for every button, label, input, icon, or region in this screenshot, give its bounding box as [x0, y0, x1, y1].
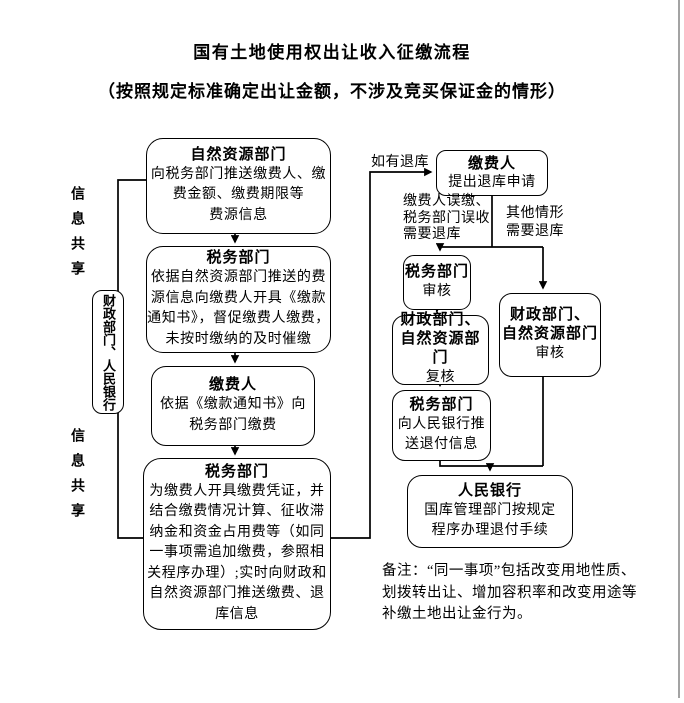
flow-box-fiscal-pbc-rail: 财政部门、人民银行 — [92, 290, 124, 414]
box-title: 税务部门 — [409, 396, 474, 413]
page-edge-line — [678, 0, 680, 698]
box-body: 依据自然资源部门推送的费 源信息向缴费人开具《缴款 通知书》，督促缴费人缴费， … — [147, 270, 330, 347]
box-title: 财政部门、人民银行 — [101, 293, 116, 411]
box-body: 复核 — [425, 370, 456, 386]
box-title: 税务部门 — [206, 250, 271, 266]
footnote: 备注：“同一事项”包括改变用地性质、 划拨转出让、增加容积率和改变用途等 补缴土… — [382, 563, 637, 622]
box-body: 审核 — [422, 283, 452, 299]
box-body: 国库管理部门按规定 程序办理退付手续 — [424, 502, 556, 539]
box-title: 财政部门、 自然资源部门 — [501, 306, 598, 342]
box-body: 向人民银行推 送退付信息 — [397, 416, 486, 453]
box-title: 税务部门 — [204, 463, 269, 480]
flow-box-tax-review: 税务部门 审核 — [403, 255, 471, 310]
box-body: 审核 — [535, 345, 565, 361]
box-body: 为缴费人开具缴费凭证，并 结合缴费情况计算、征收滞 纳金和资金占用费等（如同 一… — [147, 483, 327, 622]
box-body: 向税务部门推送缴费人、缴 费金额、缴费期限等 费源信息 — [150, 166, 327, 223]
flow-box-tax-notice: 税务部门 依据自然资源部门推送的费 源信息向缴费人开具《缴款 通知书》，督促缴费… — [146, 246, 331, 353]
box-body: 提出退库申请 — [448, 174, 536, 190]
page-title: 国有土地使用权出让收入征缴流程 — [193, 43, 471, 62]
box-title: 人民银行 — [457, 482, 522, 499]
box-body: 依据《缴款通知书》向 税务部门缴费 — [160, 397, 306, 433]
branch-label-other-cases: 其他情形 需要退库 — [506, 206, 564, 239]
flow-box-natural-resources: 自然资源部门 向税务部门推送缴费人、缴 费金额、缴费期限等 费源信息 — [146, 138, 331, 234]
box-title: 自然资源部门 — [190, 146, 287, 163]
box-title: 缴费人 — [208, 377, 257, 393]
info-share-label-bottom: 信息共享 — [69, 428, 84, 528]
box-title: 财政部门、 自然资源部门 — [400, 312, 481, 367]
flow-box-refund-request: 缴费人 提出退库申请 — [436, 150, 548, 196]
box-title: 缴费人 — [467, 155, 516, 172]
flow-box-fiscal-recheck: 财政部门、 自然资源部门 复核 — [392, 312, 489, 385]
flow-box-payer: 缴费人 依据《缴款通知书》向 税务部门缴费 — [151, 366, 315, 446]
box-title: 税务部门 — [404, 263, 469, 280]
branch-label-mistaken-payment: 缴费人误缴、 税务部门误收 需要退库 — [403, 194, 490, 242]
page-subtitle: （按照规定标准确定出让金额，不涉及竞买保证金的情形） — [98, 82, 566, 101]
flow-box-tax-push-refund-info: 税务部门 向人民银行推 送退付信息 — [392, 390, 491, 461]
flow-box-other-review: 财政部门、 自然资源部门 审核 — [499, 293, 601, 377]
flow-box-tax-voucher: 税务部门 为缴费人开具缴费凭证，并 结合缴费情况计算、征收滞 纳金和资金占用费等… — [143, 458, 331, 630]
info-share-label-top: 信息共享 — [69, 186, 84, 286]
refund-entry-label: 如有退库 — [371, 155, 429, 170]
flow-box-peoples-bank: 人民银行 国库管理部门按规定 程序办理退付手续 — [407, 475, 573, 548]
